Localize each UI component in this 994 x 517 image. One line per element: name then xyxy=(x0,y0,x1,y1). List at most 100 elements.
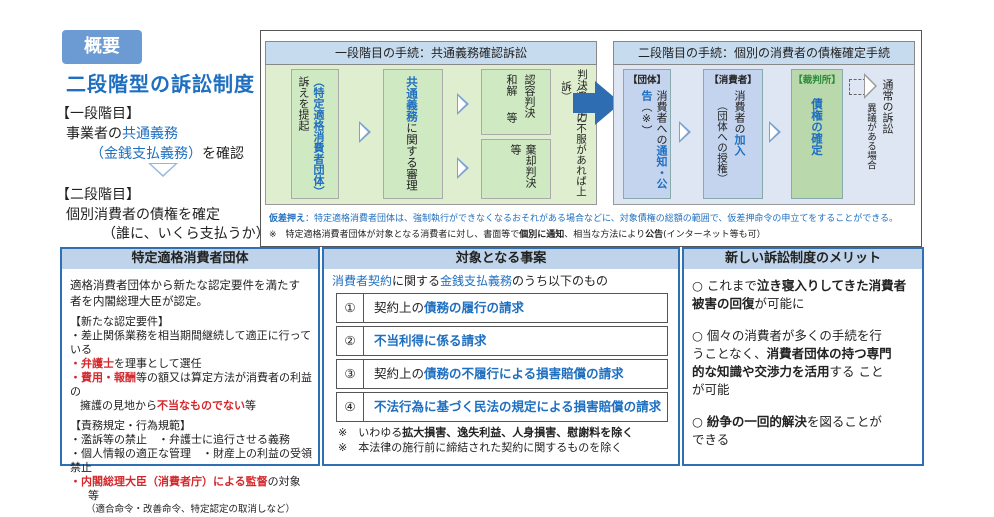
box6-hl: 債権の確定 xyxy=(810,98,824,156)
m2-line4: が可能 xyxy=(692,382,730,397)
note2-mark: ※ xyxy=(338,441,348,454)
note-notice: ※ 特定適格消費者団体が対象となる消費者に対し、書面等で個別に通知、相当な方法に… xyxy=(269,227,766,240)
note1-b: 拡大損害、逸失利益、人身損害、慰謝料を除く xyxy=(402,426,634,439)
overview-badge: 概要 xyxy=(62,30,142,64)
case-item: ④ 不法行為に基づく民法の規定による損害賠償の請求 xyxy=(336,392,668,422)
box4-hl: 通知・公告 xyxy=(640,90,668,189)
case-item: ① 契約上の債務の履行の請求 xyxy=(336,293,668,323)
merit-1: ○ これまで泣き寝入りしてきた消費者 被害の回復が可能に xyxy=(692,277,914,313)
req2-post: を理事として選任 xyxy=(114,357,202,370)
requirements: 【新たな認定要件】 ・差止関係業務を相当期間継続して適正に行っている ・弁護士を… xyxy=(70,315,312,413)
m3-post: を図ることが xyxy=(806,414,882,429)
box2-text: に関する審理 xyxy=(405,122,419,191)
note2-post: (インターネット等も可） xyxy=(663,230,766,240)
box5-tag: 【消費者】 xyxy=(709,75,757,86)
m2-b2: 的な知識や交渉力を活用 xyxy=(692,364,830,379)
m2-line2-pre: うことなく、 xyxy=(692,346,767,361)
chevron-inner xyxy=(458,96,466,112)
note2-pre: ※ 特定適格消費者団体が対象となる消費者に対し、書面等で xyxy=(269,230,520,240)
duty3-post: の対象 xyxy=(267,475,301,488)
case-hl: 不法行為に基づく民法の規定による損害賠償の請求 xyxy=(373,399,662,414)
box3a-col2: 認容判決 xyxy=(523,74,536,118)
box5-note: （団体への授権） xyxy=(716,100,728,184)
intro-post: のうち以下のもの xyxy=(512,274,609,288)
note1-mark: ※ xyxy=(338,426,348,439)
box3b-text: 棄却判決等 xyxy=(509,144,537,188)
note1-text: ：特定適格消費者団体は、強制執行ができなくなるおそれがある場合などに、対象債権の… xyxy=(305,214,899,224)
note2-b2: 公告 xyxy=(645,230,664,240)
normal-col2: 異議がある場合 xyxy=(865,103,876,170)
m3-b: 紛争の一回的解決 xyxy=(706,414,807,429)
normal-col1: 通常の訴訟 xyxy=(881,79,894,134)
stage2-header: 二段階目の手続：個別の消費者の債権確定手続 xyxy=(613,41,915,65)
stage2-label: 【二段階目】 xyxy=(56,187,140,203)
case-pre: 契約上の xyxy=(373,366,424,381)
req3-post: 等の額又は算定方法が消費者の利益の xyxy=(70,371,312,398)
stage1-line2: （金銭支払義務）を確認 xyxy=(90,144,244,164)
duty1: ・濫訴等の禁止 ・弁護士に追行させる義務 xyxy=(70,433,290,446)
stage1-line1-pre: 事業者の xyxy=(66,126,122,142)
box2-hl: 共通義務 xyxy=(405,76,419,122)
m3-line2: できる xyxy=(692,432,730,447)
note-provisional-seizure: 仮差押え：特定適格消費者団体は、強制執行ができなくなるおそれがある場合などに、対… xyxy=(269,211,898,224)
req3-hl: ・費用・報酬 xyxy=(70,371,136,384)
box-notice: 【団体】 消費者への通知・公告（※） xyxy=(623,69,671,199)
page-title: 二段階型の訴訟制度 xyxy=(66,72,255,96)
box3a-col1: 和解 xyxy=(505,74,518,96)
case-hl: 債務の不履行による損害賠償の請求 xyxy=(424,366,624,381)
merit-3: ○ 紛争の一回的解決を図ることが できる xyxy=(692,413,914,449)
m1-post: が可能に xyxy=(754,296,805,311)
m2-line1: ○ 個々の消費者が多くの手続を行 xyxy=(692,328,882,343)
chevron-inner xyxy=(680,124,688,140)
box4-tag: 【団体】 xyxy=(627,75,666,86)
stage1-line1-hl: 共通義務 xyxy=(122,126,178,142)
stage2-line2: （誰に、いくら支払うか） xyxy=(102,226,270,242)
box1-text: 訴えを提起 xyxy=(297,76,310,131)
intro-mid: に関する xyxy=(392,274,441,288)
chevron-inner xyxy=(360,124,368,140)
stage2-line1: 個別消費者の債権を確定 xyxy=(66,207,220,223)
panel-qualified-organization: 特定適格消費者団体 適格消費者団体から新たな認定要件を満たす 者を内閣総理大臣が… xyxy=(60,247,320,515)
case-list: ① 契約上の債務の履行の請求 ② 不当利得に係る請求 ③ 契約上の債務の不履行に… xyxy=(336,293,668,422)
req-title: 【新たな認定要件】 xyxy=(70,315,169,328)
duty3-tail: 等 xyxy=(88,489,99,502)
case-item: ② 不当利得に係る請求 xyxy=(336,326,668,356)
duty2: ・個人情報の適正な管理 ・財産上の利益の受領禁止 xyxy=(70,447,312,474)
merit-2: ○ 個々の消費者が多くの手続を行 うことなく、消費者団体の持つ専門 的な知識や交… xyxy=(692,327,914,399)
box-settlement-judgment: 認容判決 和解 等 xyxy=(481,69,551,135)
merit-list: ○ これまで泣き寝入りしてきた消費者 被害の回復が可能に ○ 個々の消費者が多く… xyxy=(684,269,922,449)
intro1: 適格消費者団体から新たな認定要件を満たす xyxy=(70,278,300,292)
box4-pre: 消費者への xyxy=(655,90,668,145)
duty4: （適合命令・改善命令、特定認定の取消しなど） xyxy=(86,504,296,515)
case-num: ③ xyxy=(337,360,364,388)
panel-mid-intro: 消費者契約に関する金銭支払義務のうち以下のもの xyxy=(324,269,678,290)
dashed-arrow-inner xyxy=(865,76,875,96)
big-arrow-shaft xyxy=(573,93,597,113)
stage1-header: 一段階目の手続：共通義務確認訴訟 xyxy=(265,41,597,65)
dashed-arrow-shaft xyxy=(849,79,866,95)
note1-pre: いわゆる xyxy=(358,426,403,439)
box4-note: （※） xyxy=(640,101,653,136)
m1-b1: 泣き寝入りしてきた消費者 xyxy=(756,278,907,293)
case-item: ③ 契約上の債務の不履行による損害賠償の請求 xyxy=(336,359,668,389)
intro2: 者を内閣総理大臣が認定。 xyxy=(70,294,208,308)
duty-title: 【責務規定・行為規範】 xyxy=(70,419,191,432)
req2-hl: ・弁護士 xyxy=(70,357,114,370)
box6-tag: 【裁判所】 xyxy=(793,75,841,86)
case-pre: 契約上の xyxy=(373,300,424,315)
chevron-inner xyxy=(458,160,466,176)
procedure-diagram: 一段階目の手続：共通義務確認訴訟 （特定適格消費者団体）訴えを提起 共通義務に関… xyxy=(260,30,922,247)
m2-b1: 消費者団体の持つ専門 xyxy=(766,346,892,361)
m3-pre: ○ xyxy=(692,414,707,429)
panel-left-title: 特定適格消費者団体 xyxy=(62,249,318,269)
panel-left-intro: 適格消費者団体から新たな認定要件を満たす 者を内閣総理大臣が認定。 xyxy=(70,277,312,309)
note2-mid: 、相当な方法により xyxy=(564,230,646,240)
case-num: ② xyxy=(337,327,364,355)
note2-b1: 個別に通知 xyxy=(519,230,565,240)
chevron-inner xyxy=(770,124,778,140)
box-dismissal: 棄却判決等 xyxy=(481,139,551,199)
m1-pre: ○ これまで xyxy=(692,278,757,293)
intro-hl2: 金銭支払義務 xyxy=(440,274,513,288)
case-num: ① xyxy=(337,294,364,322)
box5-hl: 加入 xyxy=(733,134,746,156)
